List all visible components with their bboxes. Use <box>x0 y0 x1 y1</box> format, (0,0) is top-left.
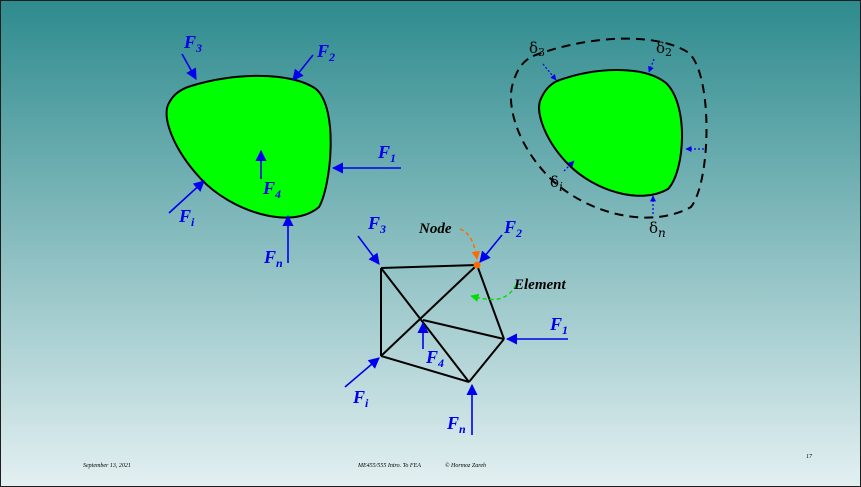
footer-date: September 13, 2021 <box>83 463 131 469</box>
force-arrow-F3 <box>181 53 197 80</box>
displacement-label-dn: δn <box>649 219 666 240</box>
continuum-force-label-F1: F1 <box>377 142 396 165</box>
mesh-force-label-F2: F2 <box>503 217 522 240</box>
mesh-force-label-F1: F1 <box>549 314 568 337</box>
footer-course: ME455/555 Intro. To FEA <box>357 462 421 469</box>
mesh-figure: F3 F2 F1 F4 Fi Fn Node Element <box>344 213 568 436</box>
displacement-arrow-d3 <box>542 63 557 81</box>
element-label: Element <box>513 277 566 293</box>
displacement-label-di: δi <box>550 173 563 194</box>
force-arrow-F2 <box>292 54 314 81</box>
node-marker <box>473 261 481 269</box>
mesh-force-label-F3: F3 <box>367 213 386 236</box>
mesh-force-label-Fi: Fi <box>352 387 369 410</box>
node-leader <box>459 228 481 260</box>
deformed-outline <box>509 37 708 219</box>
displacement-label-d3: δ3 <box>529 39 545 59</box>
continuum-force-label-Fi: Fi <box>178 206 195 229</box>
mesh-force-arrow-Fi <box>344 357 380 388</box>
mesh-force-arrow-F3 <box>357 235 380 265</box>
element-leader <box>470 284 517 302</box>
force-arrow-Fi <box>168 180 205 214</box>
continuum-force-label-F2: F2 <box>316 41 335 64</box>
page-number: 17 <box>806 454 813 460</box>
displacement-figure: δ3 δ2 δi δn <box>509 37 708 240</box>
footer-author: © Hormoz Zareh <box>445 462 486 469</box>
continuum-force-label-F4: F4 <box>262 178 281 201</box>
node-label: Node <box>418 221 452 237</box>
continuum-force-label-F3: F3 <box>183 32 202 55</box>
mesh-force-label-Fn: Fn <box>446 413 466 436</box>
mesh-force-arrow-F2 <box>479 234 503 263</box>
slide-footer: September 13, 2021 ME455/555 Intro. To F… <box>83 454 813 469</box>
displaced-body <box>538 69 683 197</box>
displacement-label-d2: δ2 <box>656 39 672 59</box>
mesh-force-label-F4: F4 <box>425 347 444 370</box>
continuum-figure: F3 F2 F1 F4 Fi Fn <box>165 32 401 270</box>
continuum-force-label-Fn: Fn <box>263 247 283 270</box>
